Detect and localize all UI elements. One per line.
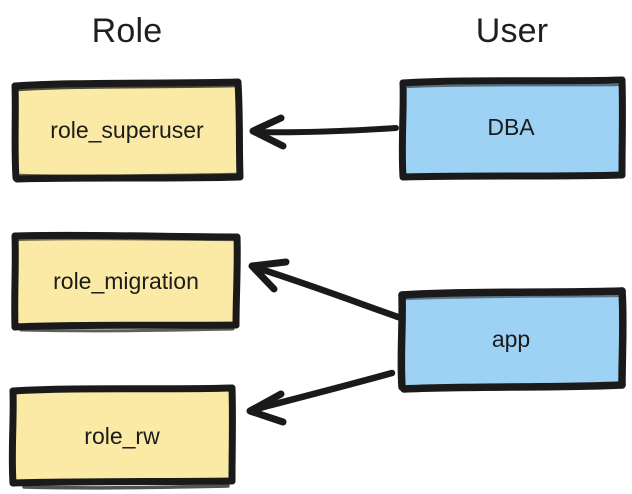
edge-app-to-role-rw: [246, 369, 396, 426]
node-role-rw[interactable]: role_rw: [6, 384, 238, 490]
node-shape-role-migration: [11, 231, 241, 333]
node-shape-user-app: [397, 287, 627, 393]
node-user-app[interactable]: app: [396, 286, 627, 393]
node-shape-user-dba: [398, 76, 626, 181]
node-user-dba[interactable]: DBA: [396, 74, 626, 181]
node-shape-role-superuser: [11, 78, 244, 183]
column-header-role: Role: [91, 12, 163, 50]
edge-app-to-role-migration: [248, 258, 402, 321]
edge-dba-to-role-superuser: [249, 114, 399, 150]
node-role-superuser[interactable]: role_superuser: [10, 78, 244, 183]
node-shape-role-rw: [8, 384, 236, 490]
column-header-user: User: [475, 12, 549, 50]
node-role-migration[interactable]: role_migration: [9, 230, 243, 333]
